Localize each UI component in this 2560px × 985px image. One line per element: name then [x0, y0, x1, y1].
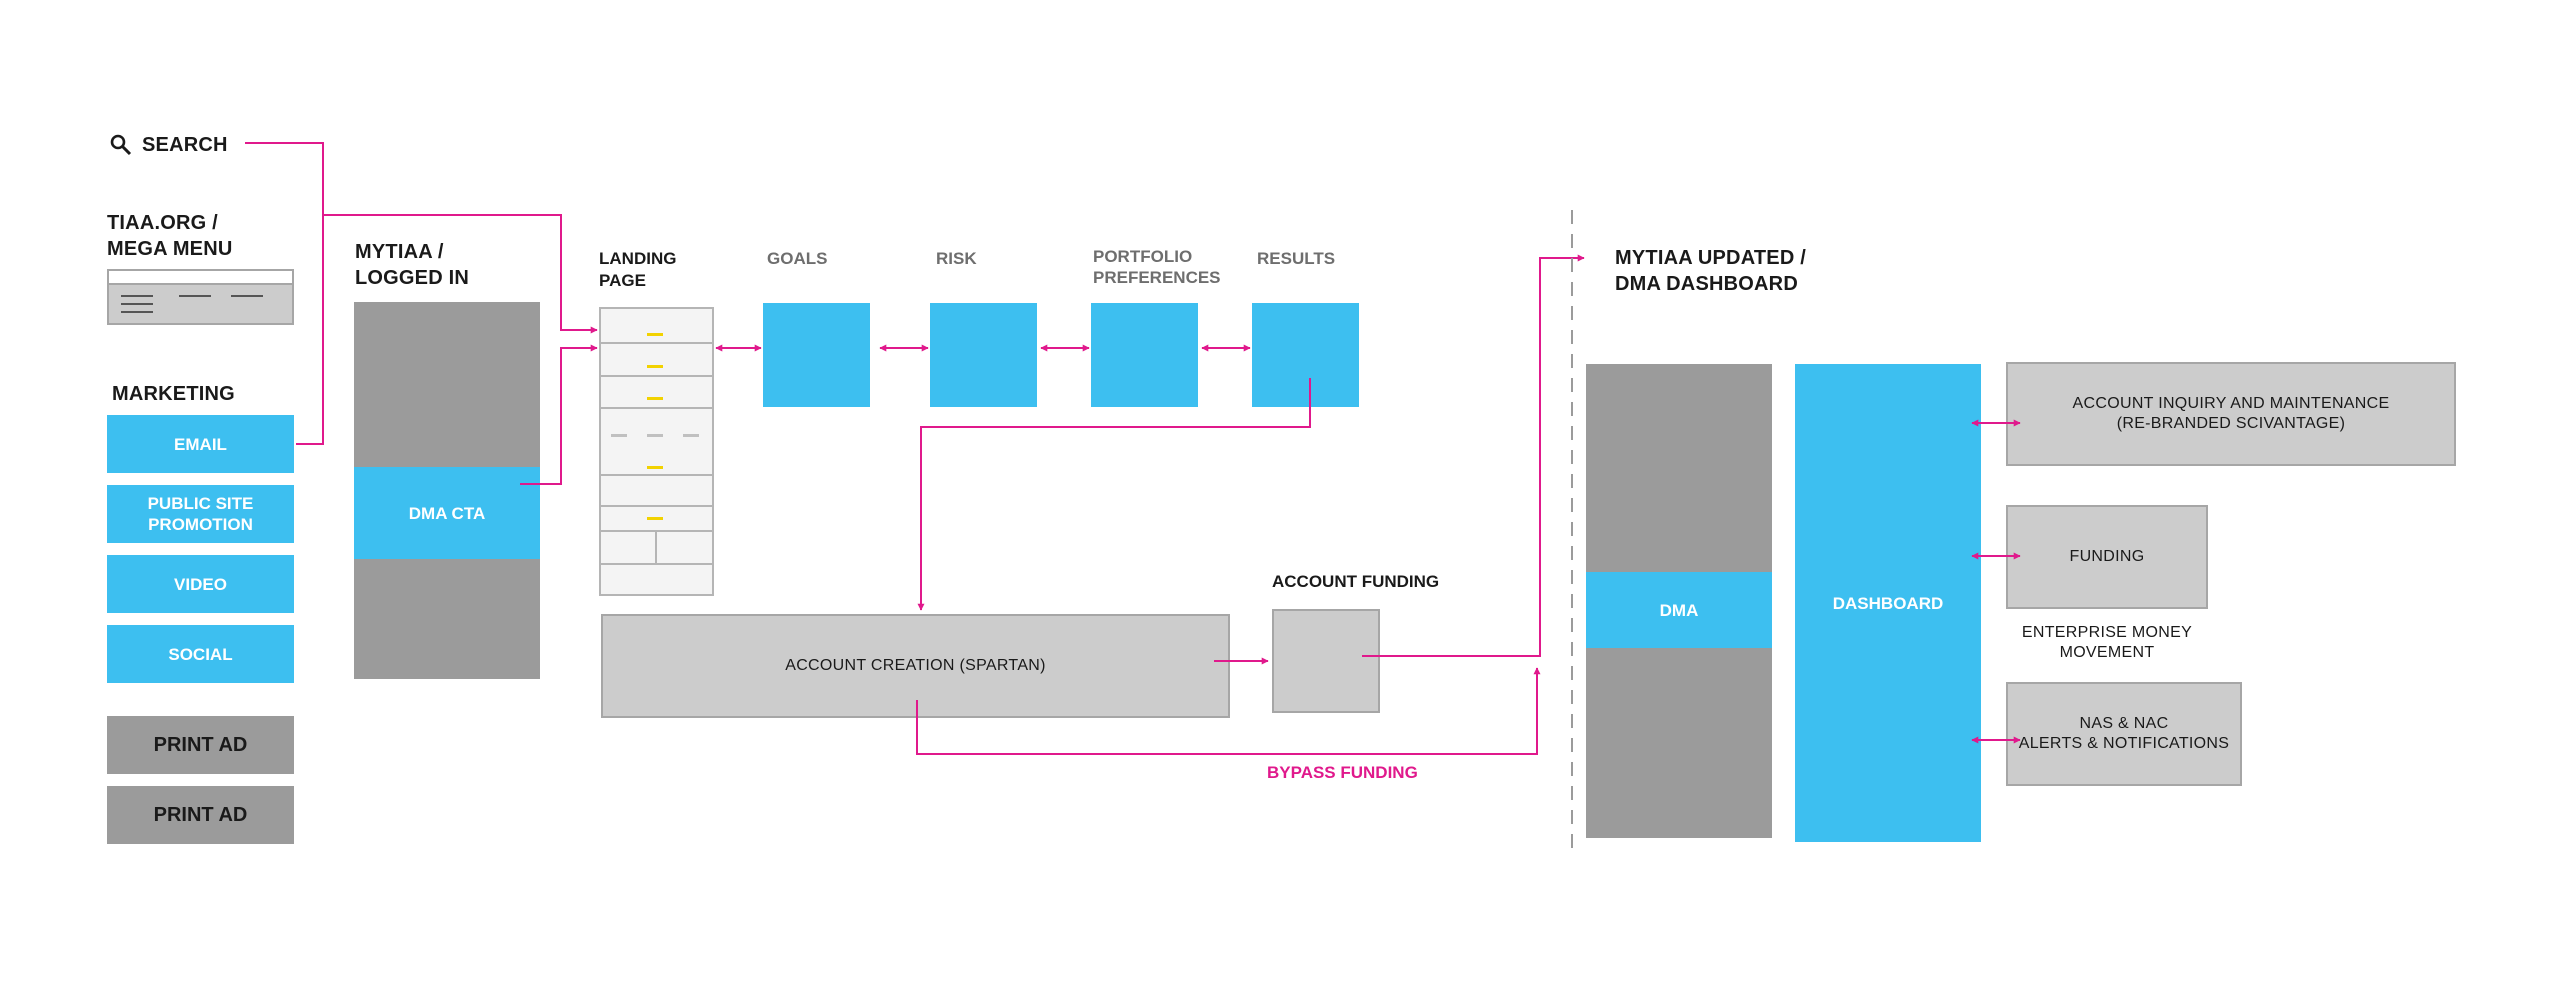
risk-label: RISK [936, 249, 977, 268]
marketing-title: MARKETING [112, 383, 235, 405]
dma-cta-button[interactable]: DMA CTA [354, 467, 540, 559]
social-button[interactable]: SOCIAL [107, 625, 294, 683]
account-funding-box[interactable] [1272, 609, 1380, 713]
connector-cta-to-landing [520, 344, 598, 485]
results-label: RESULTS [1257, 249, 1336, 268]
print-ad-button-1[interactable]: PRINT AD [107, 716, 294, 774]
search-label: SEARCH [142, 134, 228, 156]
search-icon [110, 134, 132, 156]
goals-label: GOALS [767, 249, 828, 268]
email-button[interactable]: EMAIL [107, 415, 294, 473]
public-site-promotion-button[interactable]: PUBLIC SITE PROMOTION [107, 485, 294, 543]
dashboard-title: MYTIAA UPDATED / DMA DASHBOARD [1615, 247, 1806, 295]
risk-step[interactable] [930, 303, 1037, 407]
enterprise-money-movement-label: ENTERPRISE MONEY MOVEMENT [2021, 624, 2193, 661]
connector-results-to-creation [917, 378, 1311, 611]
account-funding-label: ACCOUNT FUNDING [1272, 572, 1440, 591]
mytiaa-title: MYTIAA / LOGGED IN [355, 241, 470, 289]
dashboard-panel[interactable]: DASHBOARD [1795, 364, 1981, 842]
mega-menu-thumbnail [107, 269, 294, 325]
funding-box[interactable]: FUNDING [2006, 505, 2208, 609]
search-entry[interactable]: SEARCH [110, 132, 228, 158]
goals-step[interactable] [763, 303, 870, 407]
mega-menu-title: TIAA.ORG / MEGA MENU [107, 212, 233, 260]
connector-bypass-funding [916, 667, 1541, 755]
account-inquiry-box[interactable]: ACCOUNT INQUIRY AND MAINTENANCE (RE-BRAN… [2006, 362, 2456, 466]
portfolio-preferences-label: PORTFOLIO PREFERENCES [1093, 247, 1221, 287]
connector-search-to-landing [245, 142, 598, 334]
print-ad-button-2[interactable]: PRINT AD [107, 786, 294, 844]
landing-page-wireframe[interactable] [599, 307, 714, 596]
nas-nac-box[interactable]: NAS & NAC ALERTS & NOTIFICATIONS [2006, 682, 2242, 786]
connector-funding-to-dashboard [1362, 254, 1585, 657]
connector-email-to-flow [296, 215, 324, 445]
portfolio-preferences-step[interactable] [1091, 303, 1198, 407]
results-step[interactable] [1252, 303, 1359, 407]
bypass-funding-label: BYPASS FUNDING [1267, 763, 1418, 782]
dma-button[interactable]: DMA [1586, 572, 1772, 648]
landing-page-label: LANDING PAGE [599, 249, 677, 290]
account-creation-box[interactable]: ACCOUNT CREATION (SPARTAN) [601, 614, 1230, 718]
video-button[interactable]: VIDEO [107, 555, 294, 613]
